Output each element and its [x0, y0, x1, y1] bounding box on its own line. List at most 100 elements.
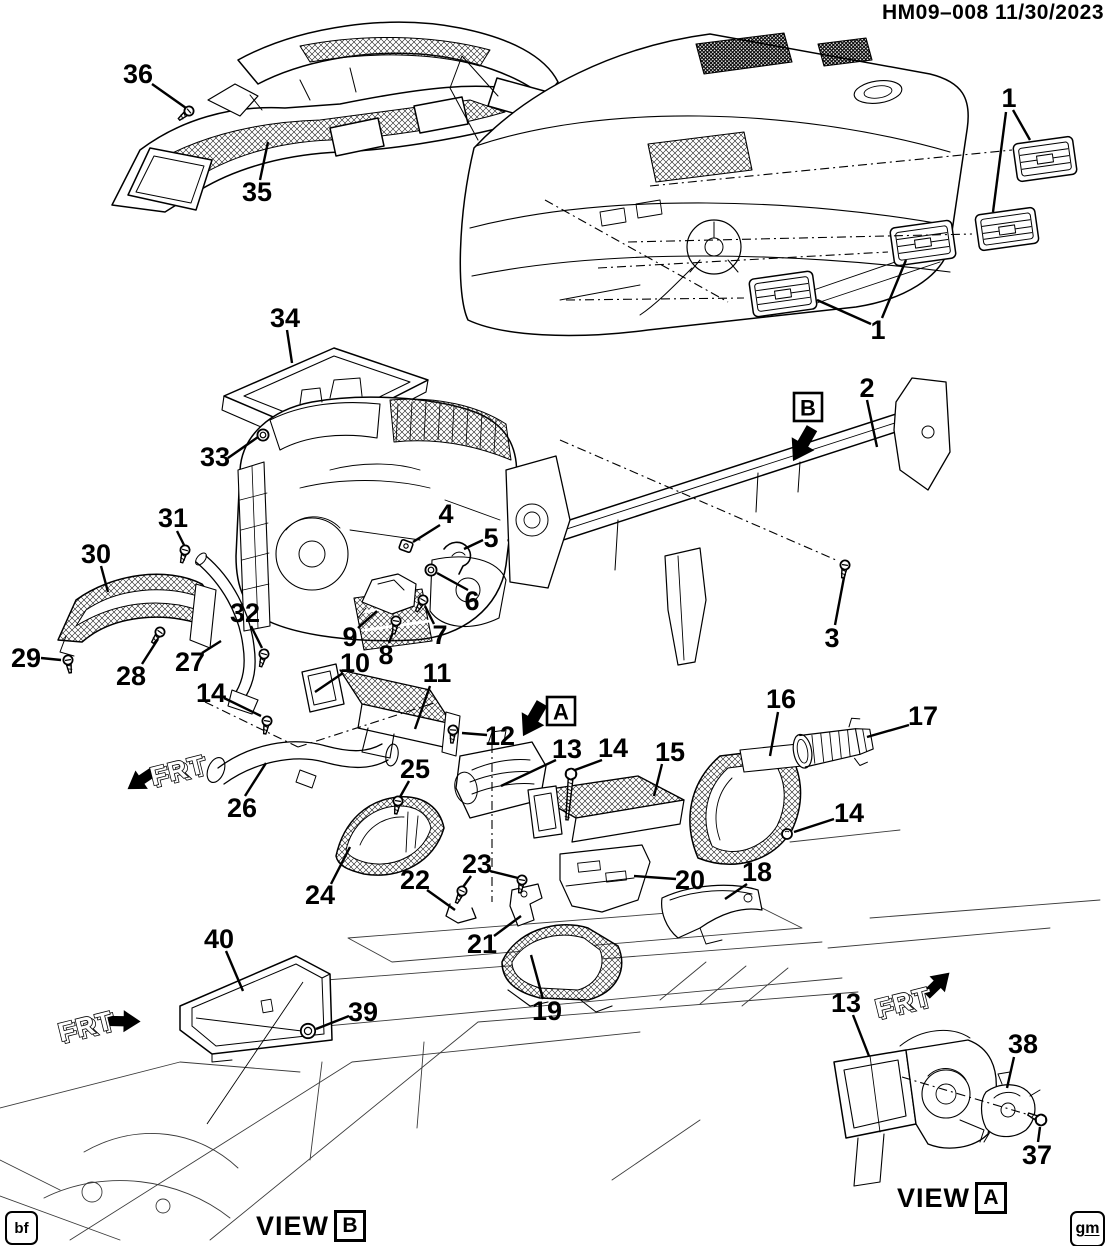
- fastener-screw-icon: [150, 626, 166, 645]
- leader-line: [463, 538, 484, 551]
- part-21-bracket: [509, 883, 543, 927]
- frt-arrow-icon: [108, 1010, 141, 1033]
- reference-line: [559, 439, 837, 561]
- callout-27: 27: [175, 647, 205, 677]
- view-b-letter: B: [800, 396, 816, 421]
- callout-3: 3: [824, 623, 839, 653]
- leader-line: [851, 1014, 871, 1057]
- leader-line: [489, 869, 519, 880]
- fastener-screw-icon: [392, 795, 404, 815]
- fastener-screw-icon: [447, 724, 459, 744]
- leader-line: [461, 731, 488, 737]
- leader-line: [768, 711, 780, 757]
- fastener-screw-icon: [414, 594, 429, 613]
- reference-line: [297, 702, 435, 748]
- fastener-screw-icon: [258, 648, 270, 668]
- callout-4: 4: [438, 499, 453, 529]
- callout-15: 15: [655, 737, 685, 767]
- callout-11: 11: [423, 658, 452, 688]
- callout-13: 13: [552, 734, 582, 764]
- frt-arrow-icon: [922, 972, 950, 999]
- callout-29: 29: [11, 643, 41, 673]
- callout-36: 36: [123, 59, 153, 89]
- part-hvac-module: [235, 377, 518, 651]
- fastener-grommet-icon: [256, 428, 270, 442]
- corner-mark-bf-text: bf: [14, 1219, 29, 1237]
- view-a-letter-box: A: [975, 1182, 1008, 1214]
- callout-12: 12: [485, 721, 515, 751]
- part-15-duct: [527, 775, 685, 843]
- leader-line: [991, 111, 1008, 213]
- callout-20: 20: [675, 865, 705, 895]
- part-20-bracket: [559, 844, 651, 913]
- leader-line: [529, 954, 545, 1000]
- part-17-register: [792, 717, 874, 769]
- leader-line: [243, 762, 268, 797]
- callout-14: 14: [598, 733, 628, 763]
- leader-line: [880, 259, 908, 319]
- fastener-screw-icon: [261, 715, 273, 735]
- leader-line: [426, 889, 456, 911]
- callout-19: 19: [532, 996, 562, 1026]
- leader-line: [412, 523, 441, 544]
- view-a-label: VIEW A: [897, 1182, 1008, 1214]
- frt-text: FRT: [147, 749, 209, 792]
- leader-line: [652, 763, 664, 797]
- leader-line: [175, 530, 186, 546]
- fastener-screw-icon: [177, 105, 195, 122]
- part-1-vent: [748, 135, 1078, 318]
- callout-14: 14: [834, 798, 864, 828]
- callout-18: 18: [742, 857, 772, 887]
- reference-line: [901, 1076, 1037, 1118]
- view-a-letter: A: [553, 700, 569, 725]
- fastener-screw-icon: [839, 559, 851, 579]
- pointer-line: [195, 1017, 311, 1033]
- callout-1: 1: [1001, 83, 1016, 113]
- part-26-tube: [206, 741, 399, 789]
- reference-line: [597, 251, 889, 269]
- view-b-letter-box: B: [334, 1210, 367, 1242]
- callout-7: 7: [432, 620, 447, 650]
- leader-line: [413, 685, 432, 730]
- callout-32: 32: [230, 598, 260, 628]
- leader-line: [99, 565, 110, 593]
- view-b-direction-arrow-icon: [791, 425, 818, 462]
- callout-26: 26: [227, 793, 257, 823]
- callout-39: 39: [348, 997, 378, 1027]
- view-b-label: VIEW B: [256, 1210, 367, 1242]
- fastener-grommet-icon: [424, 563, 438, 577]
- leader-line: [1005, 1056, 1016, 1089]
- part-38-actuator: [980, 1071, 1041, 1143]
- leader-line: [500, 758, 557, 788]
- reference-line: [649, 149, 1013, 187]
- view-a-word: VIEW: [897, 1182, 971, 1213]
- reference-line: [627, 233, 973, 243]
- frt-text: FRT: [55, 1005, 117, 1048]
- callout-17: 17: [908, 701, 938, 731]
- callout-10: 10: [340, 648, 370, 678]
- callout-28: 28: [116, 661, 146, 691]
- leader-line: [223, 696, 262, 718]
- leader-line: [357, 610, 378, 629]
- part-24-duct: [335, 796, 445, 876]
- callout-2: 2: [859, 373, 874, 403]
- reference-line: [544, 199, 729, 303]
- callout-24: 24: [305, 880, 335, 910]
- fastener-screw-icon: [516, 874, 528, 894]
- callout-1: 1: [870, 315, 885, 345]
- leader-line: [329, 846, 352, 885]
- part-18-bracket: [661, 884, 763, 945]
- view-a-direction-arrow-icon: [521, 700, 548, 737]
- leader-line: [724, 883, 748, 900]
- frt-text: FRT: [875, 982, 937, 1025]
- part-13-center-outlet: [454, 729, 547, 819]
- gm-logo: gm: [1070, 1211, 1105, 1246]
- leader-line: [258, 141, 270, 181]
- fastener-screw-icon: [390, 615, 402, 635]
- leader-line: [140, 638, 160, 665]
- callout-23: 23: [462, 849, 492, 879]
- leader-line: [574, 758, 603, 772]
